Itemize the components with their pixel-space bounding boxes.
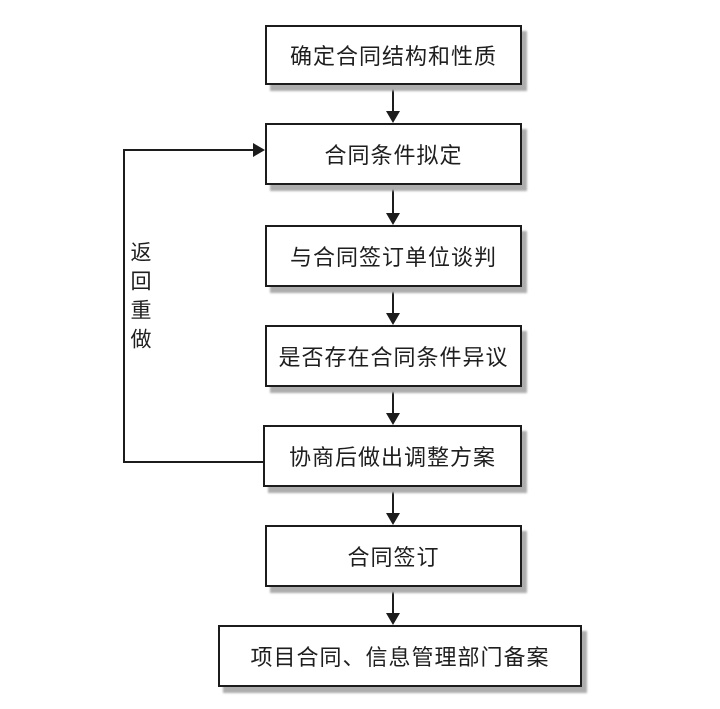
flow-node-label: 项目合同、信息管理部门备案: [250, 646, 550, 671]
arrowhead-down-icon: [386, 613, 400, 625]
connector-line-n3-n4: [392, 287, 394, 315]
loop-line-bottom: [123, 461, 265, 463]
flow-node-label: 是否存在合同条件异议: [278, 346, 509, 371]
flow-node-contract-signing: 合同签订: [265, 525, 522, 587]
flow-node-negotiate: 与合同签订单位谈判: [265, 225, 522, 287]
arrowhead-down-icon: [386, 413, 400, 425]
loop-line-top: [123, 149, 253, 151]
arrowhead-down-icon: [386, 313, 400, 325]
arrowhead-down-icon: [386, 513, 400, 525]
connector-line-n5-n6: [392, 487, 394, 515]
flow-node-adjustment-plan: 协商后做出调整方案: [263, 425, 522, 487]
flow-node-label: 合同条件拟定: [324, 144, 463, 169]
flow-node-objection-check: 是否存在合同条件异议: [265, 325, 522, 387]
flow-node-determine-structure: 确定合同结构和性质: [265, 25, 522, 85]
flow-node-draft-conditions: 合同条件拟定: [265, 123, 522, 185]
connector-line-n6-n7: [392, 587, 394, 615]
flow-node-filing: 项目合同、信息管理部门备案: [218, 625, 582, 687]
connector-line-n4-n5: [392, 387, 394, 415]
connector-line-n2-n3: [392, 185, 394, 215]
arrowhead-down-icon: [386, 213, 400, 225]
connector-line-n1-n2: [392, 85, 394, 113]
flow-node-label: 与合同签订单位谈判: [289, 246, 497, 271]
arrowhead-down-icon: [386, 111, 400, 123]
flow-node-label: 确定合同结构和性质: [289, 45, 497, 70]
flow-node-label: 合同签订: [347, 546, 440, 571]
loop-label: 返回重做: [128, 241, 152, 357]
loop-line-vertical: [123, 149, 125, 463]
flow-node-label: 协商后做出调整方案: [288, 446, 496, 471]
arrowhead-right-icon: [253, 143, 265, 157]
